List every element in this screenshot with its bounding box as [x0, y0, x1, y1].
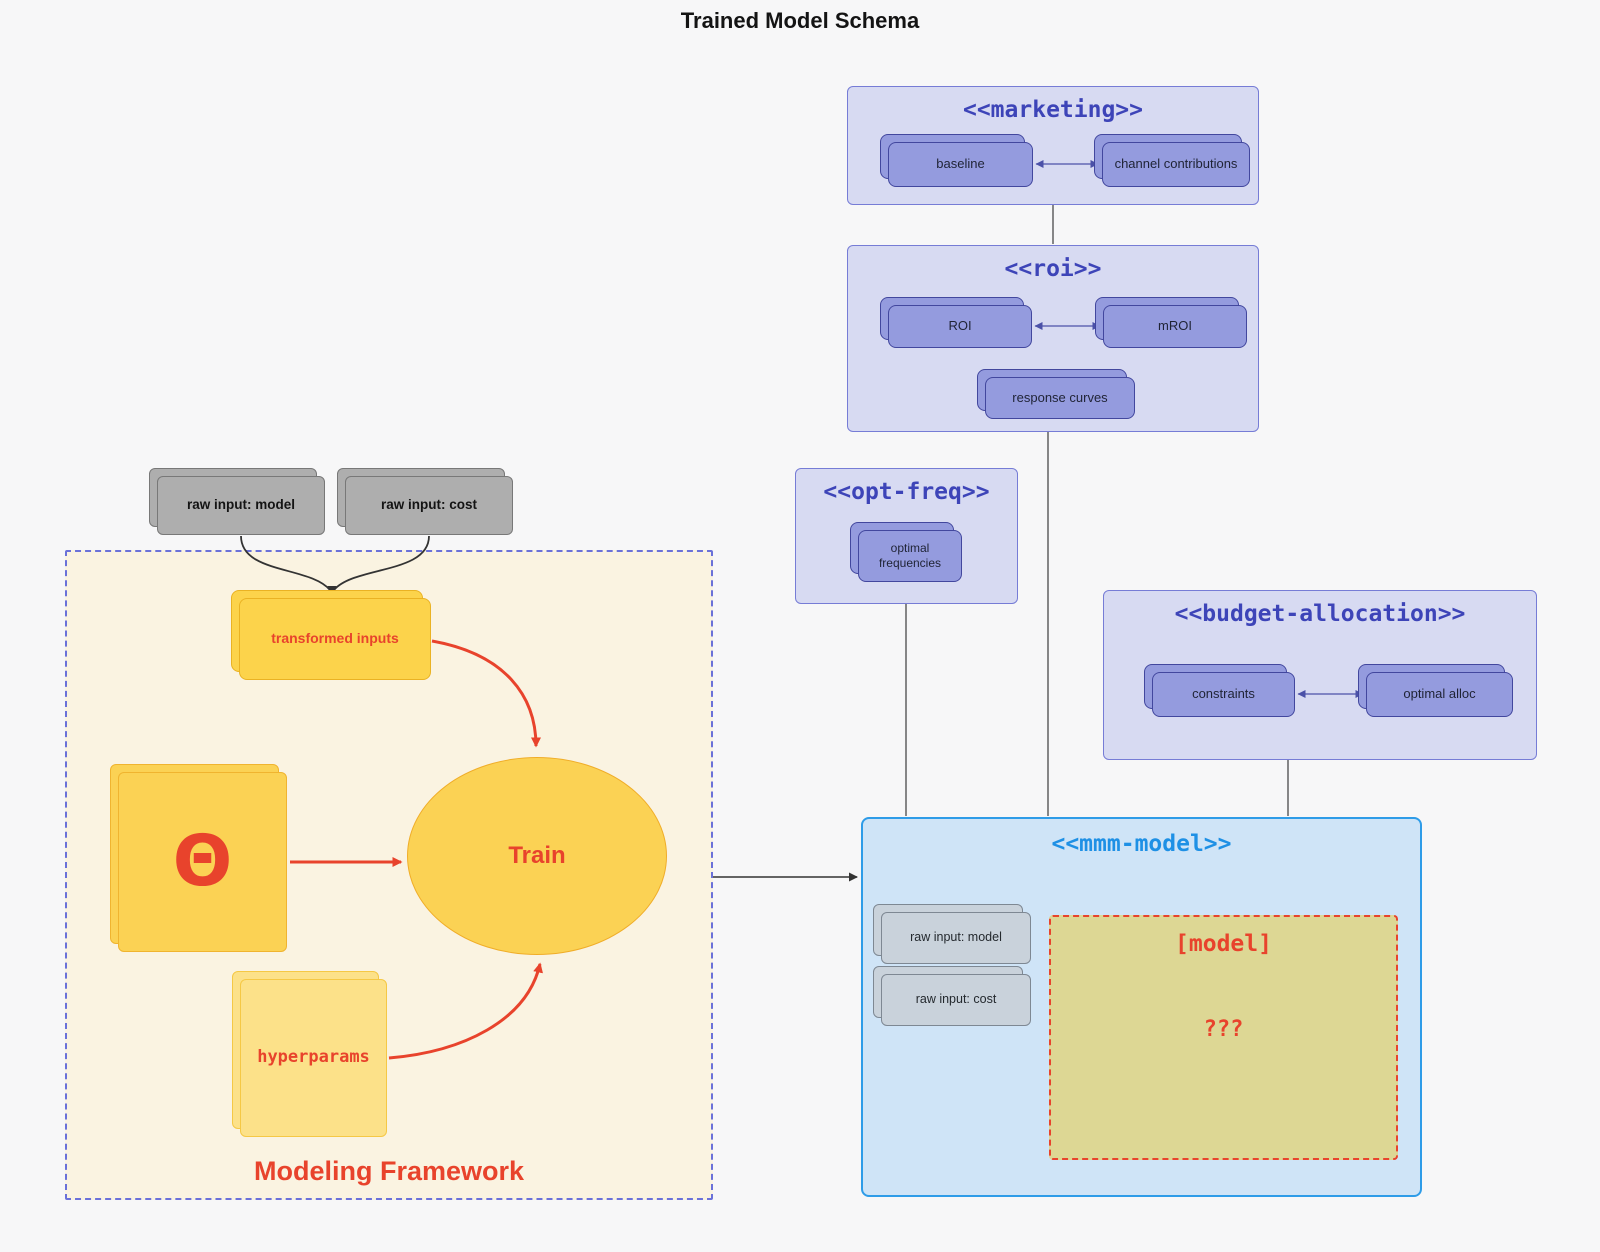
node-hyperparams-label: hyperparams	[257, 1047, 370, 1068]
modeling-framework-label: Modeling Framework	[253, 1156, 525, 1186]
node-mroi: mROI	[1103, 305, 1247, 348]
node-response-curves: response curves	[985, 377, 1135, 419]
node-baseline: baseline	[888, 142, 1033, 187]
node-mmm-raw-input-cost: raw input: cost	[881, 974, 1031, 1026]
node-hyperparams: hyperparams	[240, 979, 387, 1137]
node-response-curves-label: response curves	[1012, 389, 1108, 405]
edge-hyperparams-train	[388, 962, 543, 1060]
node-mmm-raw-input-model: raw input: model	[881, 912, 1031, 964]
node-optimal-frequencies-label: optimal frequencies	[878, 541, 942, 570]
node-mroi-label: mROI	[1158, 318, 1192, 334]
edge-rawcost-transformed	[333, 535, 430, 591]
node-raw-input-cost-label: raw input: cost	[380, 497, 477, 513]
cluster-mmm-model-title: <<mmm-model>>	[1051, 831, 1232, 857]
node-transformed-inputs-label: transformed inputs	[271, 630, 399, 647]
cluster-opt-freq-title: <<opt-freq>>	[823, 479, 990, 505]
node-roi-label: ROI	[948, 318, 972, 334]
node-raw-input-cost: raw input: cost	[345, 476, 513, 535]
node-optimal-frequencies: optimal frequencies	[858, 530, 962, 582]
edge-rawmodel-transformed	[240, 535, 331, 591]
node-constraints: constraints	[1152, 672, 1295, 717]
node-optimal-alloc: optimal alloc	[1366, 672, 1513, 717]
page-title: Trained Model Schema	[680, 8, 920, 33]
node-raw-input-model-label: raw input: model	[187, 497, 295, 513]
node-baseline-label: baseline	[936, 156, 985, 172]
node-channel-contributions: channel contributions	[1102, 142, 1250, 187]
node-roi: ROI	[888, 305, 1032, 348]
node-mmm-raw-input-model-label: raw input: model	[910, 930, 1002, 945]
model-placeholder-box: [model] ???	[1049, 915, 1398, 1160]
cluster-budget-allocation-title: <<budget-allocation>>	[1174, 601, 1466, 627]
node-train: Train	[407, 757, 667, 955]
node-theta-label: Θ	[172, 820, 233, 903]
cluster-roi-title: <<roi>>	[1004, 256, 1102, 282]
edge-transformed-train	[431, 639, 541, 748]
node-raw-input-model: raw input: model	[157, 476, 325, 535]
node-constraints-label: constraints	[1192, 686, 1255, 702]
model-box-label: [model]	[1175, 931, 1272, 957]
node-optimal-alloc-label: optimal alloc	[1403, 686, 1476, 702]
node-theta: Θ	[118, 772, 287, 952]
model-box-question: ???	[1203, 1017, 1244, 1042]
cluster-marketing-title: <<marketing>>	[962, 97, 1143, 123]
node-transformed-inputs: transformed inputs	[239, 598, 431, 680]
node-train-label: Train	[508, 842, 566, 869]
node-mmm-raw-input-cost-label: raw input: cost	[915, 992, 997, 1007]
node-channel-contributions-label: channel contributions	[1114, 156, 1238, 172]
